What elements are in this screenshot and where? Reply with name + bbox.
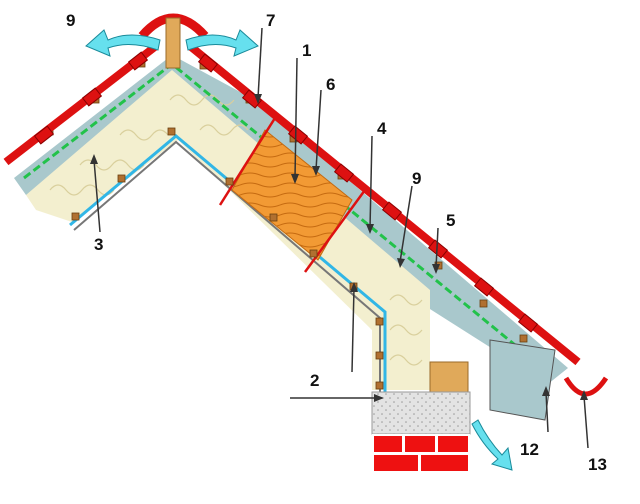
leader-lines (93, 27, 589, 449)
eaves-board (489, 339, 556, 421)
insulation-layer (26, 70, 430, 390)
label-13: 13 (588, 455, 607, 474)
roof-tiles (3, 42, 581, 366)
label-9-mid: 9 (412, 169, 421, 188)
label-4: 4 (377, 119, 387, 138)
label-2: 2 (310, 371, 319, 390)
label-9-top: 9 (66, 11, 75, 30)
label-7: 7 (266, 11, 275, 30)
label-3: 3 (94, 235, 103, 254)
gutter (563, 376, 609, 397)
label-5: 5 (446, 211, 455, 230)
brick-wall (372, 434, 470, 472)
wall-plaster (371, 391, 471, 435)
leader-arrowheads (90, 94, 588, 402)
ridge-timber (165, 17, 181, 69)
label-1: 1 (302, 41, 311, 60)
label-12: 12 (520, 440, 539, 459)
label-6: 6 (326, 75, 335, 94)
air-flow-arrows (85, 29, 513, 471)
rafter-section-lines (218, 117, 367, 273)
